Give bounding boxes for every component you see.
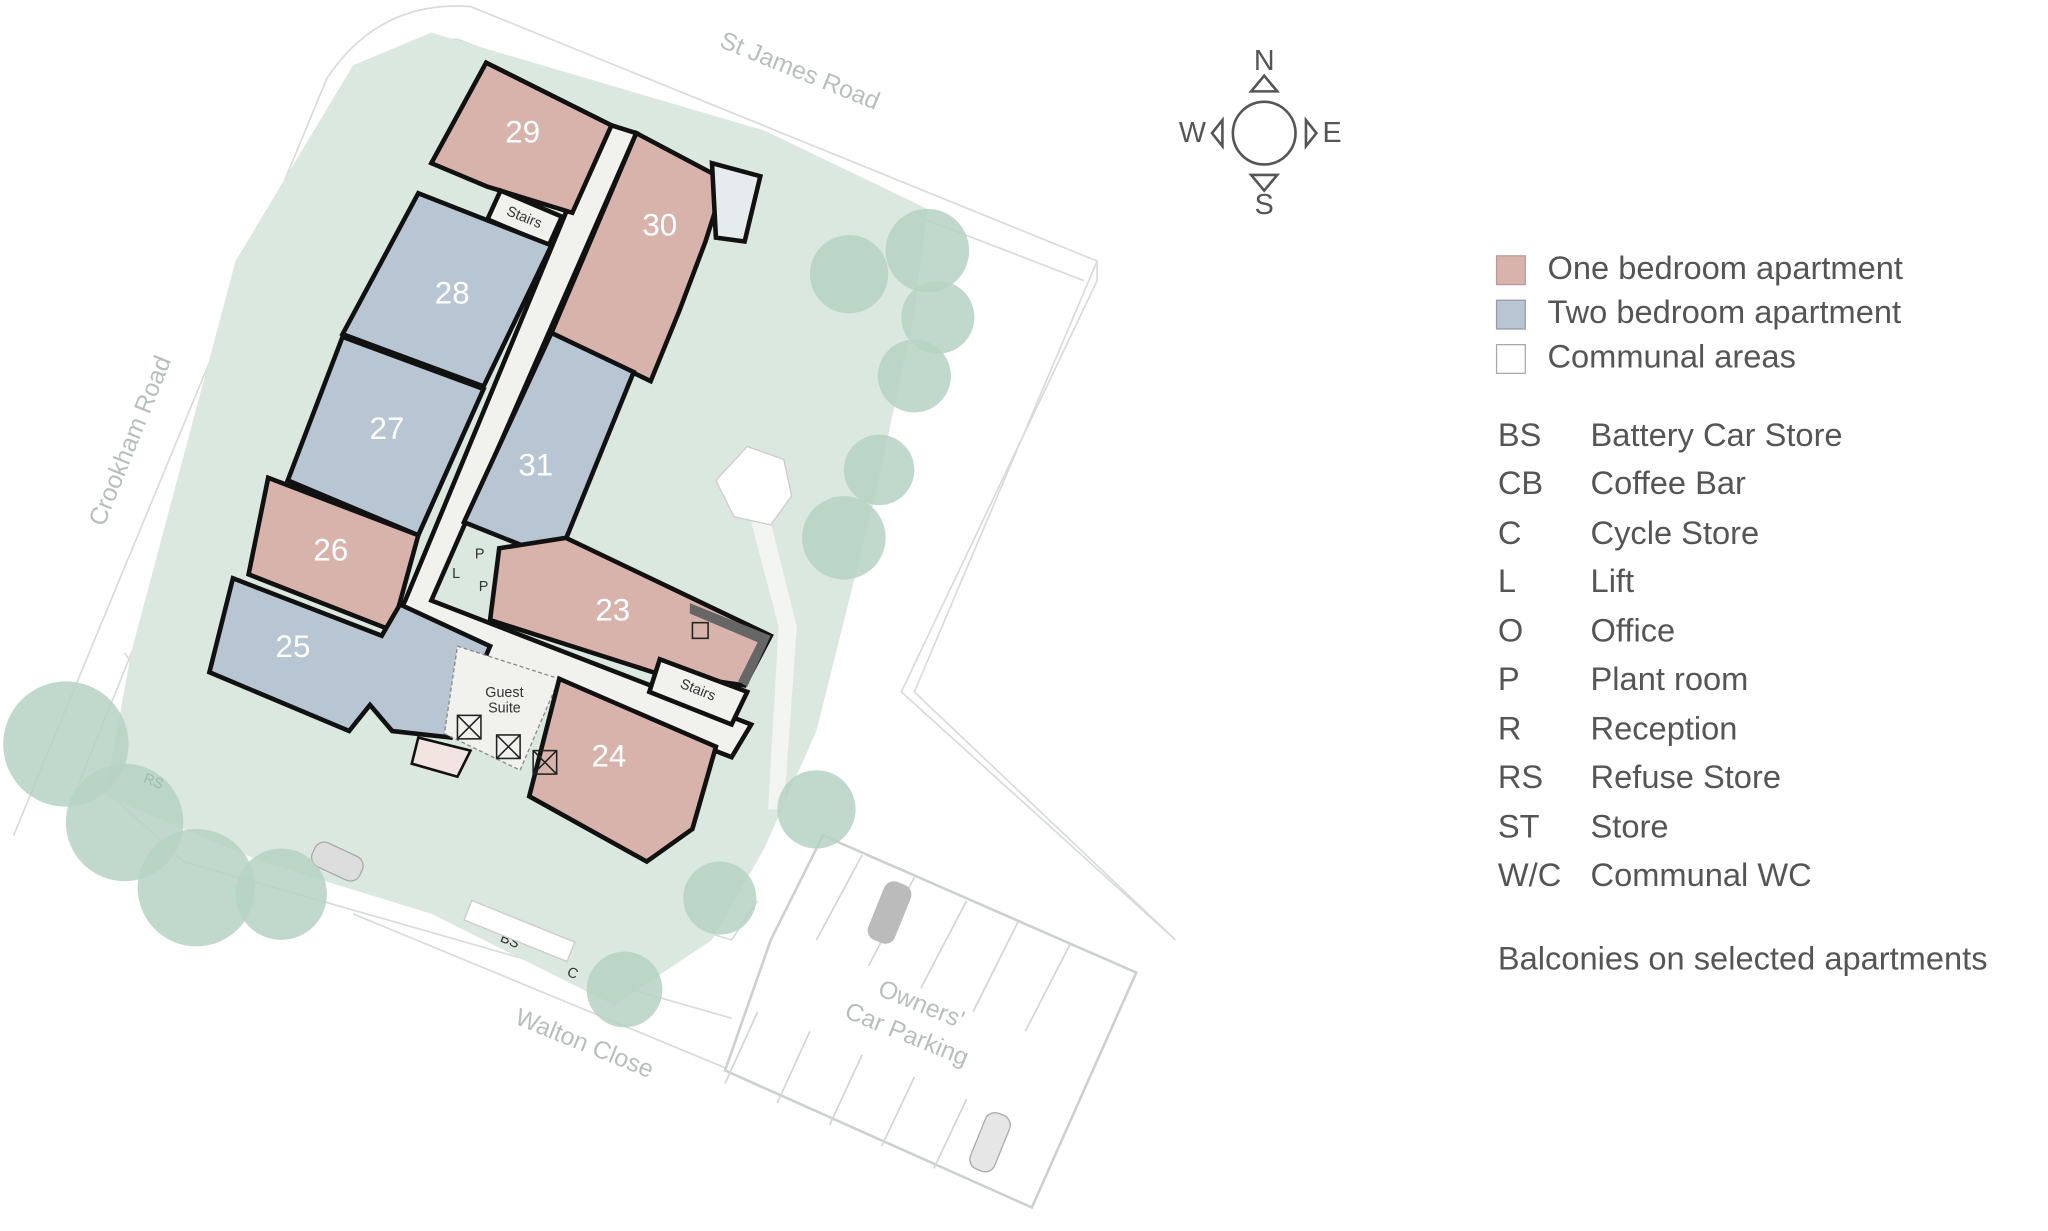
plant-room-label: P <box>475 547 485 563</box>
abbr-code: C <box>1498 514 1522 551</box>
tree-icon <box>777 770 856 849</box>
unit-number: 25 <box>276 629 311 664</box>
road-label-crookham: Crookham Road <box>84 352 177 530</box>
legend-label: Two bedroom apartment <box>1547 293 1901 330</box>
abbr-code: P <box>1498 660 1520 697</box>
unit-23 <box>487 535 774 688</box>
garden-path <box>751 522 797 810</box>
unit-number: 31 <box>518 448 553 483</box>
abbr-meaning: Reception <box>1591 710 1738 747</box>
balconies-note: Balconies on selected apartments <box>1498 939 1988 976</box>
legend-label: One bedroom apartment <box>1547 249 1902 286</box>
tree-icon <box>683 861 757 935</box>
legend: One bedroom apartment Two bedroom apartm… <box>1495 249 1988 976</box>
legend-label: Communal areas <box>1547 338 1795 375</box>
gazebo-icon <box>715 445 793 526</box>
abbr-code: W/C <box>1498 856 1561 893</box>
unit-number: 26 <box>313 532 348 567</box>
parked-car-icon <box>969 1112 1011 1173</box>
abbr-meaning: Battery Car Store <box>1591 416 1843 453</box>
battery-store <box>463 899 576 963</box>
abbr-code: R <box>1498 710 1522 747</box>
abbr-meaning: Coffee Bar <box>1591 464 1747 501</box>
guest-suite-label: Suite <box>488 701 521 717</box>
tree-icon <box>802 496 886 580</box>
abbr-code: CB <box>1498 464 1543 501</box>
tree-icon <box>586 951 663 1028</box>
abbr-code: L <box>1498 562 1516 599</box>
unit-number: 28 <box>435 275 470 310</box>
compass-east: E <box>1322 117 1341 149</box>
tree-icon <box>843 434 915 506</box>
abbr-code: RS <box>1498 758 1543 795</box>
building <box>206 59 774 865</box>
tree-icon <box>877 339 951 413</box>
unit-number: 30 <box>642 207 677 242</box>
small-store <box>410 735 473 779</box>
tree-icon <box>809 234 889 314</box>
abbr-code: BS <box>1498 416 1542 453</box>
abbr-meaning: Plant room <box>1591 660 1749 697</box>
legend-swatch-two-bedroom <box>1495 299 1526 330</box>
tree-icon <box>137 828 256 947</box>
parked-car-icon <box>310 841 364 882</box>
plant-room-label: P <box>479 579 489 595</box>
lift-label: L <box>452 566 460 582</box>
store <box>709 160 764 245</box>
plant-room-hatch <box>689 603 771 687</box>
compass-icon: N S W E <box>1179 45 1342 221</box>
tree-icon <box>235 848 327 940</box>
unit-28 <box>339 190 555 390</box>
unit-25 <box>206 575 494 741</box>
unit-29 <box>428 59 615 216</box>
tree-icon <box>901 280 975 354</box>
abbr-meaning: Lift <box>1591 562 1635 599</box>
road-label-st-james: St James Road <box>716 27 883 116</box>
car-parking <box>310 833 1138 1210</box>
parked-car-icon <box>867 881 912 944</box>
stairs-2 <box>646 656 751 728</box>
unit-number: 24 <box>591 739 626 774</box>
abbr-meaning: Refuse Store <box>1591 758 1781 795</box>
legend-swatch-communal <box>1495 343 1526 374</box>
abbr-code: ST <box>1498 808 1540 845</box>
tree-icon <box>885 208 970 293</box>
guest-suite-label: Guest <box>485 685 523 701</box>
abbr-code: O <box>1498 612 1523 649</box>
trees <box>3 208 975 1028</box>
unit-24 <box>526 675 719 865</box>
unit-number: 23 <box>595 593 630 628</box>
legend-swatch-one-bedroom <box>1495 255 1526 286</box>
unit-number: 29 <box>505 115 540 150</box>
compass-west: W <box>1179 117 1206 149</box>
abbr-meaning: Communal WC <box>1591 856 1812 893</box>
abbr-meaning: Store <box>1591 808 1669 845</box>
compass-north: N <box>1254 45 1275 77</box>
compass-south: S <box>1255 189 1274 221</box>
unit-number: 27 <box>370 411 405 446</box>
abbr-meaning: Cycle Store <box>1591 514 1760 551</box>
abbr-meaning: Office <box>1591 612 1676 649</box>
